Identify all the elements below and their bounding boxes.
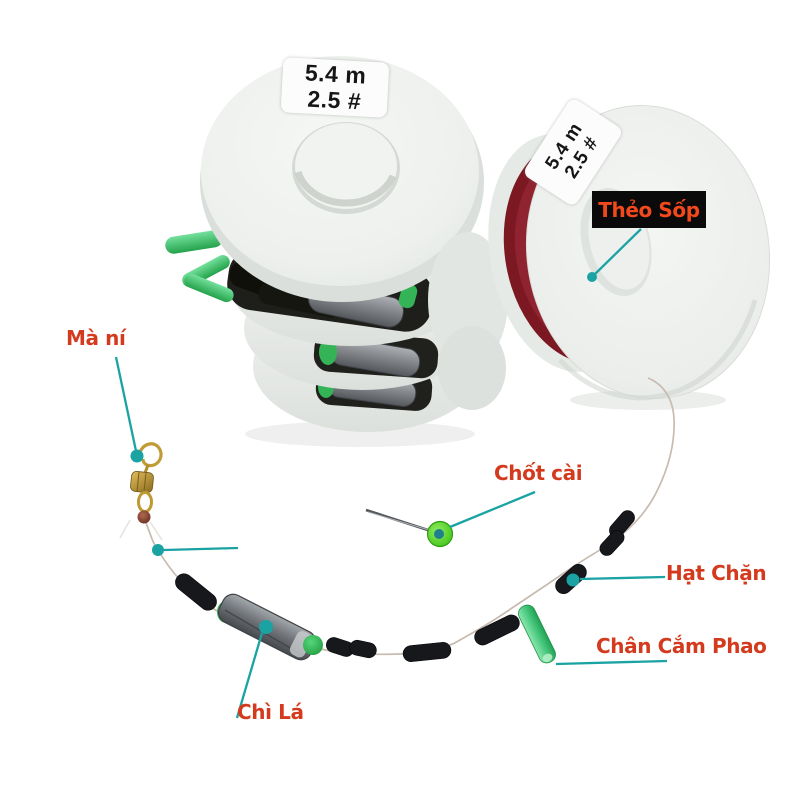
swivel xyxy=(119,442,163,541)
stopper-bead xyxy=(175,573,217,611)
tube-tip-highlight xyxy=(542,653,553,663)
label-chan-cam-phao: Chân Cắm Phao xyxy=(596,634,767,658)
stopper-bead xyxy=(402,642,452,662)
annotation-line-hat-chan xyxy=(579,575,666,581)
label-theo-sop: Thẻo Sốp xyxy=(592,191,706,228)
label-chot-cai: Chốt cài xyxy=(494,461,583,485)
stopper-bead xyxy=(349,639,377,659)
annotation-line-leader xyxy=(163,546,239,552)
pin-head-center xyxy=(434,529,444,539)
spool-sticker-front: 5.4 m 2.5 # xyxy=(280,57,390,118)
annotation-line-theo-sop xyxy=(593,228,642,276)
swivel-barrel xyxy=(130,471,154,493)
sticker-length: 5.4 m xyxy=(304,59,368,89)
label-hat-chan: Hạt Chặn xyxy=(666,561,767,585)
spool-1-hole-inner-shadow xyxy=(294,170,397,207)
spool-1-hole xyxy=(295,123,397,209)
annotation-line-ma-ni xyxy=(114,356,138,452)
sinker-green-bead-right xyxy=(303,635,323,655)
stack-shadow xyxy=(245,421,475,447)
annotation-dot-theo-sop xyxy=(587,272,597,282)
stack-behind-piece xyxy=(438,326,506,410)
thread-frizz xyxy=(119,519,131,539)
stored-green-bead xyxy=(319,339,337,365)
annotation-line-chan-cam-phao xyxy=(555,659,668,666)
annotation-dot-ma-ni xyxy=(130,449,144,463)
green-hook-keeper xyxy=(165,230,223,254)
annotation-line-chi-la xyxy=(235,632,264,719)
annotation-dot-leader xyxy=(152,544,164,556)
swivel-knot-bead xyxy=(137,510,151,524)
side-spool-edge-shadow xyxy=(558,299,758,401)
swivel-snap-stem xyxy=(143,464,150,474)
stopper-bead xyxy=(599,530,625,556)
annotation-dot-chi-la xyxy=(259,620,273,634)
green-hook-keeper xyxy=(184,273,234,303)
stopper-beads xyxy=(175,510,635,662)
thread-frizz xyxy=(149,521,163,541)
annotations xyxy=(114,228,668,719)
label-ma-ni: Mà ní xyxy=(66,326,126,350)
sticker-size: 2.5 # xyxy=(306,85,362,114)
annotation-dot-hat-chan xyxy=(566,573,580,587)
float-seat-tube xyxy=(518,604,556,664)
bobber-pin xyxy=(365,508,454,548)
label-chi-la: Chì Lá xyxy=(237,700,304,724)
annotation-line-chot-cai xyxy=(449,490,536,529)
swivel-snap-loop xyxy=(138,442,163,468)
spool-stack xyxy=(165,56,484,447)
pin-needle-highlight xyxy=(367,511,430,531)
hook-keepers xyxy=(165,230,234,303)
swivel-lower-loop xyxy=(137,491,153,513)
stopper-bead xyxy=(474,614,520,646)
